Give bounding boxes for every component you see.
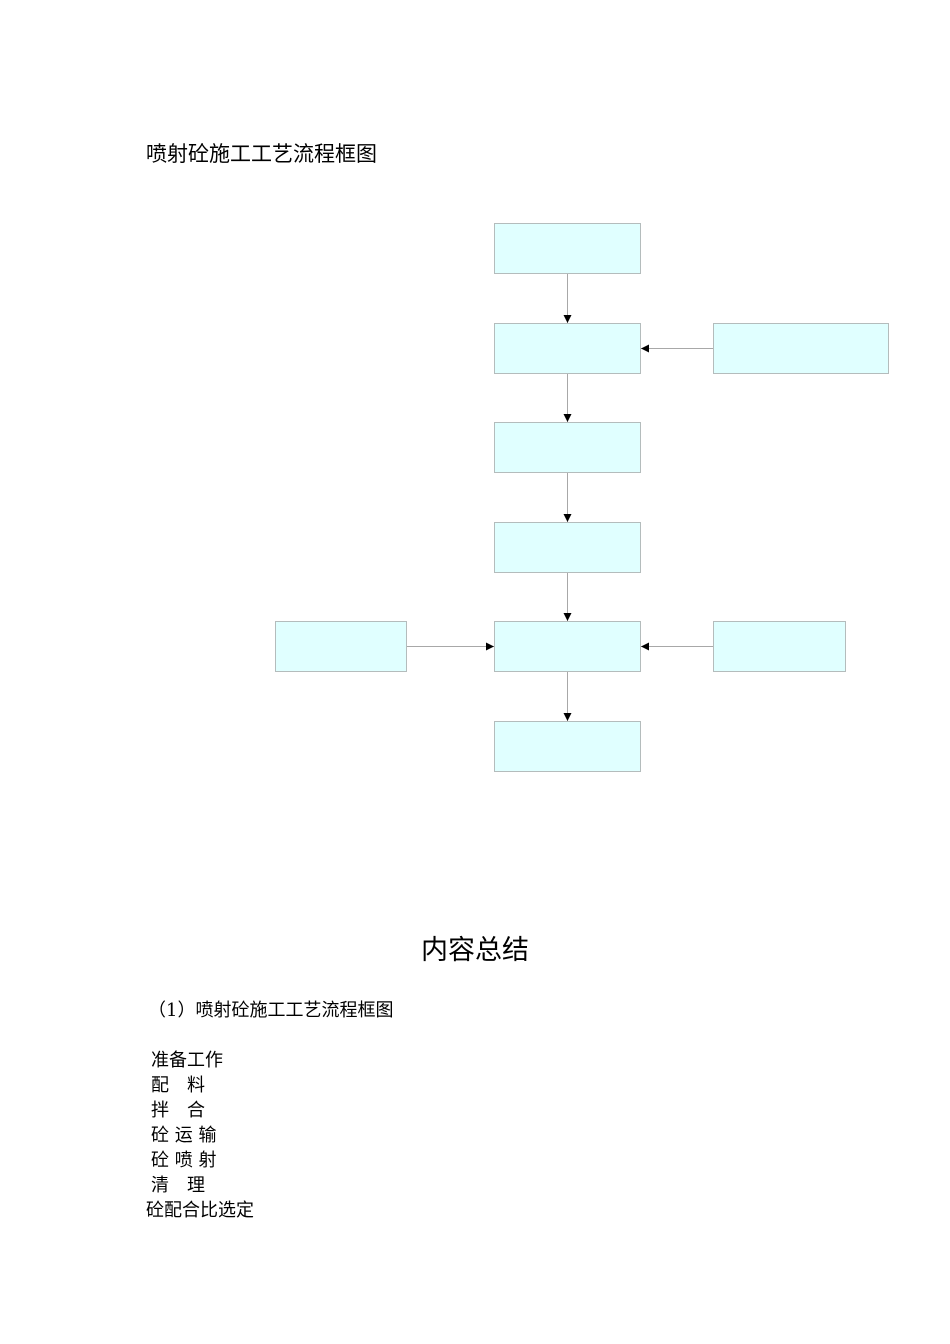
flow-box-3 xyxy=(494,422,641,473)
summary-heading: 内容总结 xyxy=(421,935,529,966)
summary-item: 砼 喷 射 xyxy=(151,1150,217,1171)
summary-item: 配 料 xyxy=(151,1075,205,1096)
flow-box-4 xyxy=(494,522,641,573)
flow-box-side-right-1 xyxy=(713,323,889,374)
flowchart-title: 喷射砼施工工艺流程框图 xyxy=(146,142,377,166)
flow-box-5 xyxy=(494,621,641,672)
summary-item: 砼 运 输 xyxy=(151,1125,217,1146)
summary-subtitle: （1）喷射砼施工工艺流程框图 xyxy=(148,1000,394,1021)
summary-item: 清 理 xyxy=(151,1175,205,1196)
flow-box-2 xyxy=(494,323,641,374)
flow-box-1 xyxy=(494,223,641,274)
summary-item: 拌 合 xyxy=(151,1100,205,1121)
summary-item: 砼配合比选定 xyxy=(146,1200,254,1221)
flow-box-6 xyxy=(494,721,641,772)
summary-item: 准备工作 xyxy=(151,1050,223,1071)
flow-box-side-right-2 xyxy=(713,621,846,672)
flow-box-side-left xyxy=(275,621,407,672)
